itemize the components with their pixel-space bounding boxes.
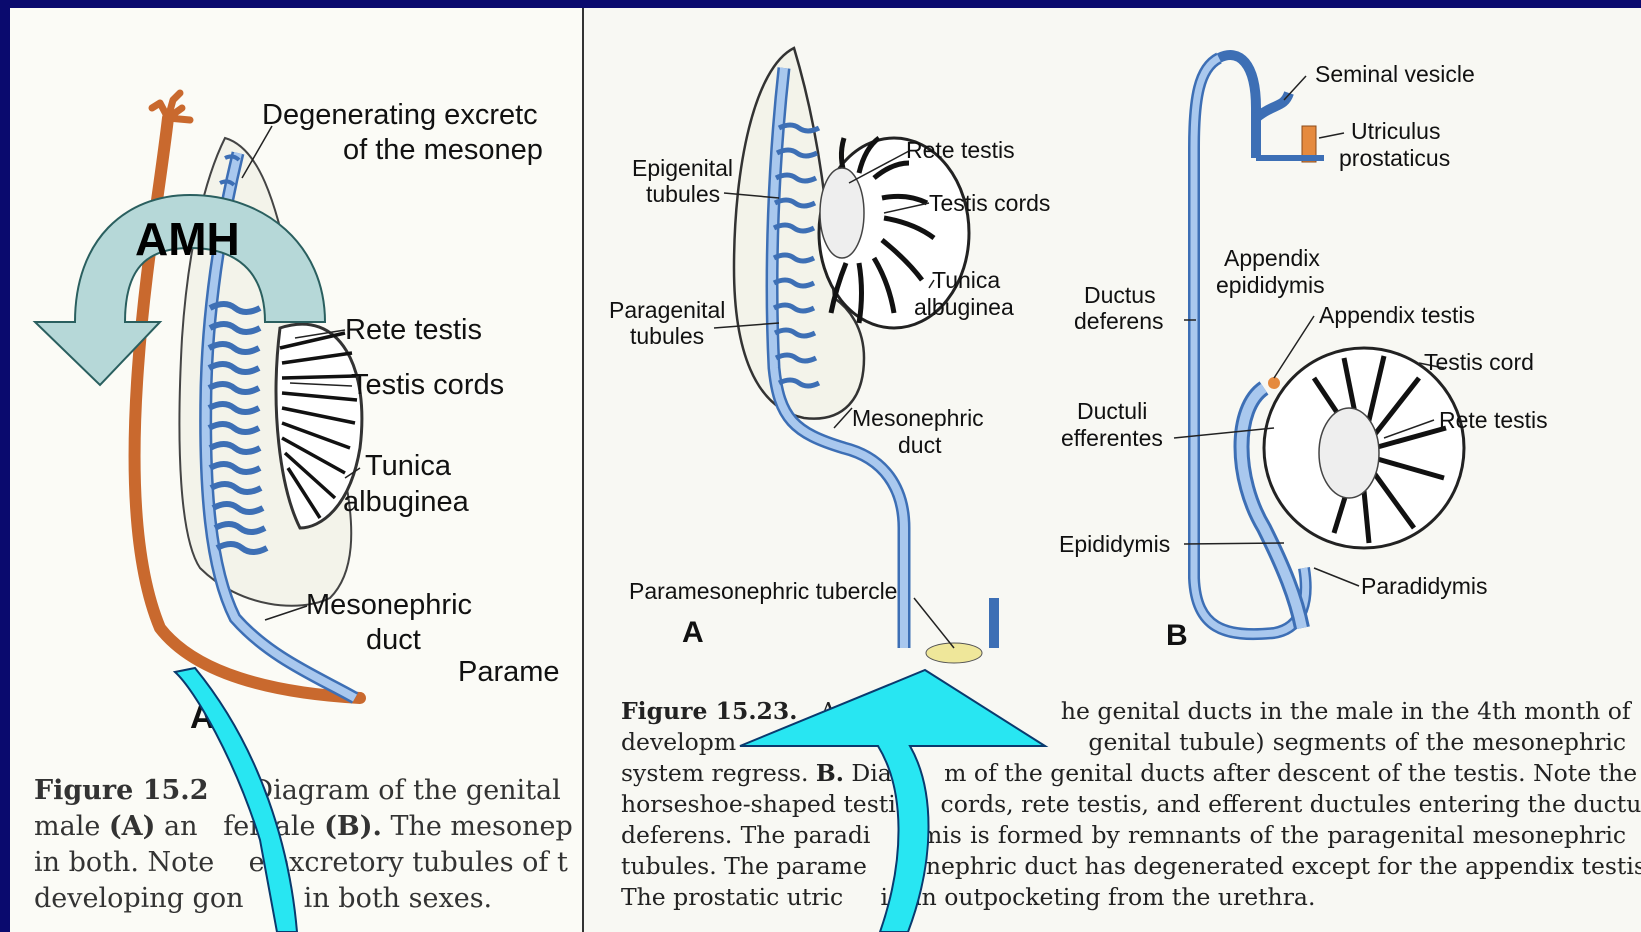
right-cyan-arrow — [740, 670, 1045, 932]
amh-label: AMH — [135, 213, 240, 265]
left-cyan-arc — [175, 668, 297, 932]
